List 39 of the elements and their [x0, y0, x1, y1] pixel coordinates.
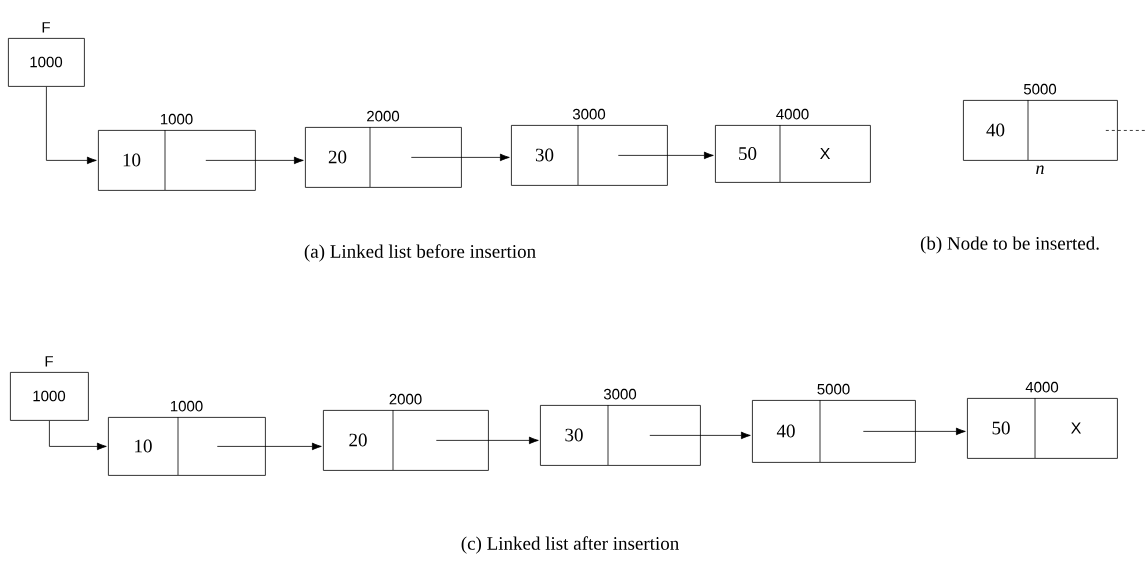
caption: (a) Linked list before insertion: [304, 244, 536, 262]
data-value: 40: [776, 424, 795, 438]
arrow: [410, 153, 510, 162]
address-label: 5000: [817, 383, 850, 395]
data-value: 10: [123, 153, 141, 167]
arrow: [617, 151, 714, 160]
arrow: [46, 86, 97, 165]
data-value: 10: [135, 439, 152, 453]
address-label: 3000: [603, 388, 637, 400]
address-value: 1000: [33, 390, 66, 402]
data-value: 50: [739, 147, 757, 160]
address-label: 4000: [776, 108, 809, 120]
address-label: 4000: [1025, 381, 1059, 393]
address-label: 2000: [389, 393, 422, 405]
pointer-name: F: [42, 22, 50, 33]
data-value: 20: [349, 433, 367, 447]
data-value: 50: [992, 421, 1010, 435]
null-mark: X: [1071, 422, 1081, 434]
arrow: [649, 431, 751, 440]
address-label: 5000: [1023, 83, 1057, 95]
arrow: [205, 156, 304, 165]
data-value: 30: [565, 428, 583, 442]
arrow: [435, 436, 539, 445]
address-value: 1000: [30, 56, 63, 68]
address-label: 1000: [160, 113, 193, 125]
data-value: 40: [986, 123, 1005, 137]
data-value: 20: [328, 150, 347, 164]
data-value: 30: [535, 148, 554, 162]
arrow: [49, 420, 107, 451]
caption: (c) Linked list after insertion: [461, 536, 679, 554]
address-label: 1000: [170, 400, 203, 412]
address-label: 2000: [367, 110, 400, 122]
caption: (b) Node to be inserted.: [920, 236, 1099, 254]
arrow: [862, 427, 966, 436]
pointer-name: F: [45, 356, 53, 367]
node-name: n: [1036, 165, 1044, 174]
address-label: 3000: [572, 108, 606, 120]
null-mark: X: [820, 148, 830, 159]
arrow: [216, 442, 322, 451]
